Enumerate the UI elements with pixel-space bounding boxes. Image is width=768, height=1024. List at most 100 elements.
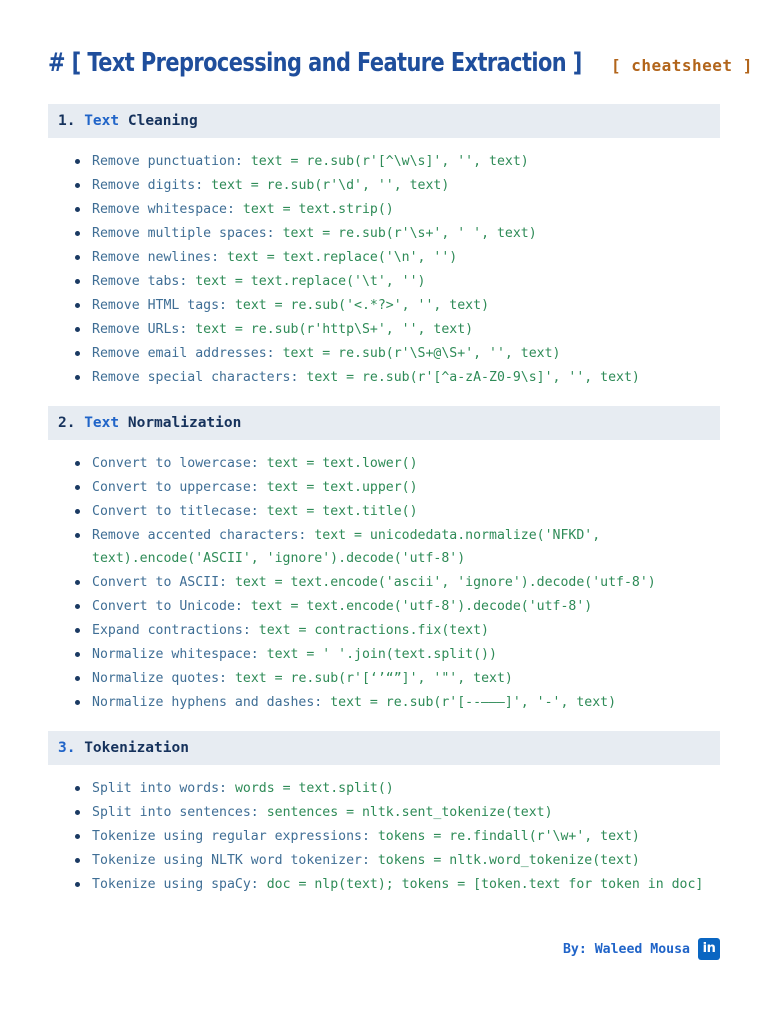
bullet-icon	[75, 810, 80, 815]
bullet-icon	[75, 580, 80, 585]
section-header-2: 2. Text Normalization	[48, 406, 720, 440]
item-code: text = text.encode('ascii', 'ignore').de…	[234, 575, 656, 590]
section-header-label: 3. Tokenization	[58, 740, 189, 756]
linkedin-icon[interactable]: in	[698, 938, 720, 960]
item-label: Convert to lowercase:	[92, 456, 259, 471]
item-code: text = re.sub(r'\S+@\S+', '', text)	[282, 346, 561, 361]
item-code: text = re.sub(r'[‐‑‒–—]', '-', text)	[330, 695, 617, 710]
item-label: Tokenize using spaCy:	[92, 877, 259, 892]
item-label: Convert to uppercase:	[92, 480, 259, 495]
item-label: Convert to titlecase:	[92, 504, 259, 519]
item-label: Remove whitespace:	[92, 202, 235, 217]
bullet-icon	[75, 327, 80, 332]
bullet-icon	[75, 375, 80, 380]
item-code: sentences = nltk.sent_tokenize(text)	[266, 805, 553, 820]
list-item: Remove tabs: text = text.replace('\t', '…	[70, 270, 730, 293]
bullet-icon	[75, 652, 80, 657]
section-number: 3.	[58, 740, 76, 756]
item-label: Remove multiple spaces:	[92, 226, 275, 241]
item-label: Expand contractions:	[92, 623, 251, 638]
list-item: Tokenize using regular expressions: toke…	[70, 825, 730, 848]
item-code: text = text.upper()	[266, 480, 418, 495]
item-label: Split into words:	[92, 781, 227, 796]
item-label: Normalize whitespace:	[92, 647, 259, 662]
list-item: Tokenize using spaCy: doc = nlp(text); t…	[70, 873, 730, 896]
list-item: Remove accented characters: text = unico…	[70, 524, 730, 570]
section-header-1: 1. Text Cleaning	[48, 104, 720, 138]
page-title: # [ Text Preprocessing and Feature Extra…	[48, 48, 753, 78]
item-code: tokens = nltk.word_tokenize(text)	[377, 853, 640, 868]
item-label: Remove tabs:	[92, 274, 188, 289]
item-label: Tokenize using regular expressions:	[92, 829, 370, 844]
item-code: text = text.replace('\n', '')	[227, 250, 458, 265]
page-title-main: # [ Text Preprocessing and Feature Extra…	[48, 48, 582, 78]
item-label: Normalize hyphens and dashes:	[92, 695, 323, 710]
list-item: Normalize quotes: text = re.sub(r'[‘’“”]…	[70, 667, 730, 690]
section-list-2: Convert to lowercase: text = text.lower(…	[70, 452, 730, 715]
list-item: Remove whitespace: text = text.strip()	[70, 198, 730, 221]
section-title: Normalization	[127, 415, 242, 431]
bullet-icon	[75, 279, 80, 284]
bullet-icon	[75, 700, 80, 705]
bullet-icon	[75, 303, 80, 308]
section-keyword: Text	[84, 415, 120, 431]
item-code: text = re.sub(r'[‘’“”]', '"', text)	[234, 671, 513, 686]
item-label: Convert to ASCII:	[92, 575, 227, 590]
item-label: Remove HTML tags:	[92, 298, 227, 313]
item-label: Remove special characters:	[92, 370, 299, 385]
list-item: Convert to ASCII: text = text.encode('as…	[70, 571, 730, 594]
item-label: Remove URLs:	[92, 322, 188, 337]
item-label: Remove newlines:	[92, 250, 220, 265]
item-code: text = text.replace('\t', '')	[195, 274, 426, 289]
bullet-icon	[75, 858, 80, 863]
list-item: Remove special characters: text = re.sub…	[70, 366, 730, 389]
item-code: text = text.encode('utf-8').decode('utf-…	[250, 599, 593, 614]
list-item: Remove email addresses: text = re.sub(r'…	[70, 342, 730, 365]
list-item: Remove punctuation: text = re.sub(r'[^\w…	[70, 150, 730, 173]
section-keyword: Text	[84, 113, 120, 129]
list-item: Convert to titlecase: text = text.title(…	[70, 500, 730, 523]
list-item: Normalize whitespace: text = ' '.join(te…	[70, 643, 730, 666]
bullet-icon	[75, 461, 80, 466]
list-item: Convert to Unicode: text = text.encode('…	[70, 595, 730, 618]
item-label: Convert to Unicode:	[92, 599, 243, 614]
item-code: text = re.sub(r'\s+', ' ', text)	[282, 226, 537, 241]
bullet-icon	[75, 207, 80, 212]
item-code: text = re.sub(r'[^\w\s]', '', text)	[250, 154, 529, 169]
bullet-icon	[75, 159, 80, 164]
section-number: 2.	[58, 415, 76, 431]
item-label: Remove email addresses:	[92, 346, 275, 361]
bullet-icon	[75, 183, 80, 188]
list-item: Convert to lowercase: text = text.lower(…	[70, 452, 730, 475]
item-code: text = re.sub(r'\d', '', text)	[211, 178, 450, 193]
item-code: text = text.strip()	[242, 202, 394, 217]
list-item: Normalize hyphens and dashes: text = re.…	[70, 691, 730, 714]
bullet-icon	[75, 604, 80, 609]
item-code: text = text.lower()	[266, 456, 418, 471]
item-code: text = text.title()	[266, 504, 418, 519]
item-label: Remove accented characters:	[92, 528, 307, 543]
item-label: Remove digits:	[92, 178, 204, 193]
item-code: text = re.sub(r'[^a-zA-Z0-9\s]', '', tex…	[306, 370, 640, 385]
linkedin-icon-label: in	[702, 941, 716, 957]
item-code: words = text.split()	[234, 781, 394, 796]
item-label: Remove punctuation:	[92, 154, 243, 169]
list-item: Remove multiple spaces: text = re.sub(r'…	[70, 222, 730, 245]
list-item: Remove digits: text = re.sub(r'\d', '', …	[70, 174, 730, 197]
section-title: Tokenization	[84, 740, 189, 756]
item-code: text = re.sub(r'http\S+', '', text)	[195, 322, 474, 337]
section-list-3: Split into words: words = text.split()Sp…	[70, 777, 730, 897]
list-item: Split into sentences: sentences = nltk.s…	[70, 801, 730, 824]
page-title-tag: [ cheatsheet ]	[610, 56, 753, 75]
list-item: Split into words: words = text.split()	[70, 777, 730, 800]
item-code: text = re.sub('<.*?>', '', text)	[234, 298, 490, 313]
bullet-icon	[75, 485, 80, 490]
bullet-icon	[75, 786, 80, 791]
list-item: Expand contractions: text = contractions…	[70, 619, 730, 642]
list-item: Remove newlines: text = text.replace('\n…	[70, 246, 730, 269]
list-item: Convert to uppercase: text = text.upper(…	[70, 476, 730, 499]
item-code: text = unicodedata.normalize('NFKD', tex…	[92, 528, 601, 566]
section-list-1: Remove punctuation: text = re.sub(r'[^\w…	[70, 150, 730, 390]
list-item: Tokenize using NLTK word tokenizer: toke…	[70, 849, 730, 872]
